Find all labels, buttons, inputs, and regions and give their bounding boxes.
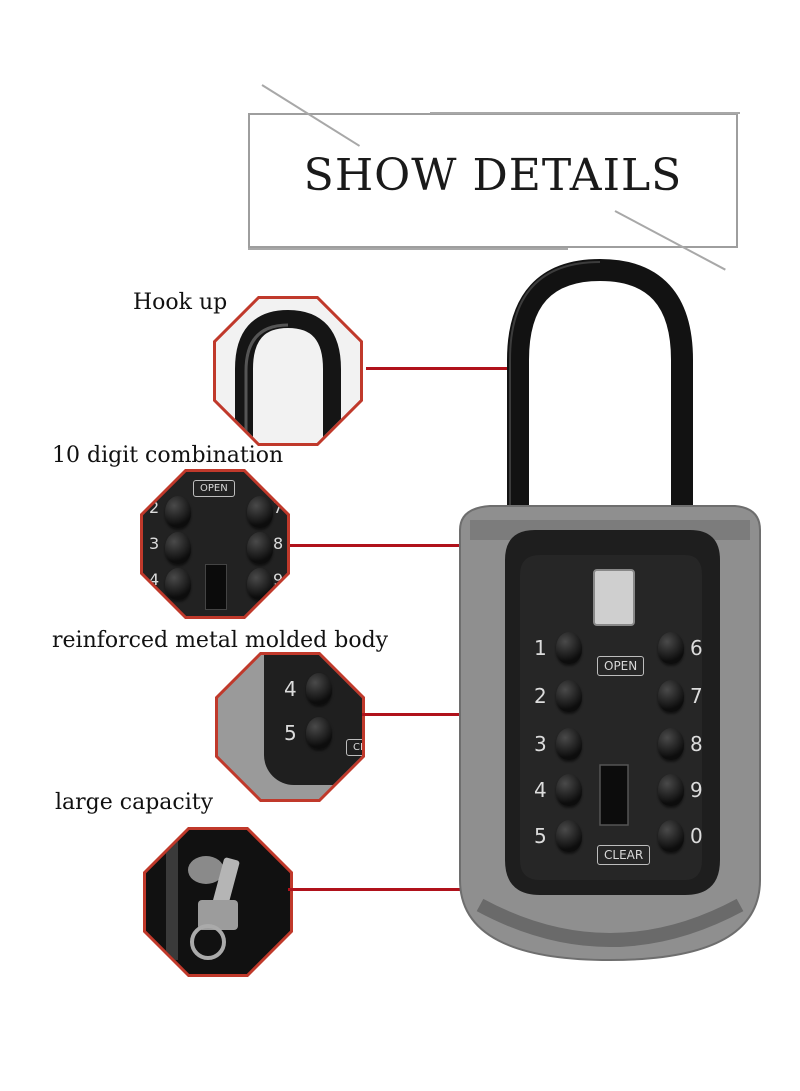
keypad-button-7 [658, 680, 684, 712]
keypad-digit-9: 9 [690, 778, 703, 802]
crop-digit: 3 [149, 534, 160, 553]
keypad-button-2 [556, 680, 582, 712]
keypad-digit-7: 7 [690, 684, 703, 708]
crop-button [165, 496, 191, 528]
crop-digit: 2 [149, 498, 160, 517]
crop-slider [205, 564, 227, 610]
crop-button [247, 496, 273, 528]
callout-label-combination: 10 digit combination [52, 443, 284, 468]
keypad-digit-1: 1 [534, 636, 547, 660]
keypad-digit-0: 0 [690, 824, 703, 848]
callout-label-capacity: large capacity [55, 790, 214, 815]
crop-button [306, 717, 332, 749]
crop-digit: 9 [273, 570, 284, 589]
crop-digit: 4 [284, 677, 297, 701]
crop-digit: 4 [149, 570, 160, 589]
crop-open-label: OPEN [193, 480, 235, 497]
crop-digit: 5 [284, 721, 297, 745]
crop-button [165, 568, 191, 600]
crop-button [165, 532, 191, 564]
keypad-button-4 [556, 774, 582, 806]
detail-hook-frame [213, 296, 363, 446]
keypad-button-8 [658, 728, 684, 760]
crop-button [247, 532, 273, 564]
keypad-button-5 [556, 820, 582, 852]
connector-combination-drop [550, 544, 553, 626]
keypad-digit-3: 3 [534, 732, 547, 756]
keypad-digit-5: 5 [534, 824, 547, 848]
callout-label-hook: Hook up [133, 290, 228, 315]
title-deco-line-bottom-left [248, 248, 568, 250]
keypad-digit-8: 8 [690, 732, 703, 756]
keypad-open-label: OPEN [597, 656, 645, 676]
title-frame [248, 113, 738, 248]
keys-detail-image [166, 840, 240, 960]
connector-dot-combination [546, 622, 556, 632]
detail-combination-frame: OPEN 2 3 4 7 8 9 [140, 469, 290, 619]
crop-clear-label: CL [346, 739, 362, 756]
connector-dot-hook [513, 363, 523, 373]
keypad-button-6 [658, 632, 684, 664]
keypad-button-0 [658, 820, 684, 852]
connector-capacity-rise [590, 768, 593, 891]
connector-hook [366, 367, 518, 370]
connector-dot-body [492, 709, 502, 719]
detail-body-frame: 4 5 CL [215, 652, 365, 802]
connector-body [362, 713, 496, 716]
keypad-digit-6: 6 [690, 636, 703, 660]
crop-digit: 7 [273, 498, 284, 517]
crop-digit: 8 [273, 534, 284, 553]
crop-button [247, 568, 273, 600]
keypad-button-1 [556, 632, 582, 664]
keypad-button-9 [658, 774, 684, 806]
connector-combination [290, 544, 552, 547]
callout-label-body: reinforced metal molded body [52, 628, 389, 653]
title-deco-line-top-right [430, 112, 740, 114]
keypad-digit-2: 2 [534, 684, 547, 708]
page-title: SHOW DETAILS [303, 150, 683, 201]
connector-capacity [288, 888, 593, 891]
detail-capacity-frame [143, 827, 293, 977]
keypad-digit-4: 4 [534, 778, 547, 802]
crop-button [306, 673, 332, 705]
keypad-button-3 [556, 728, 582, 760]
hook-detail-image [235, 309, 341, 443]
keypad-clear-label: CLEAR [597, 845, 651, 865]
